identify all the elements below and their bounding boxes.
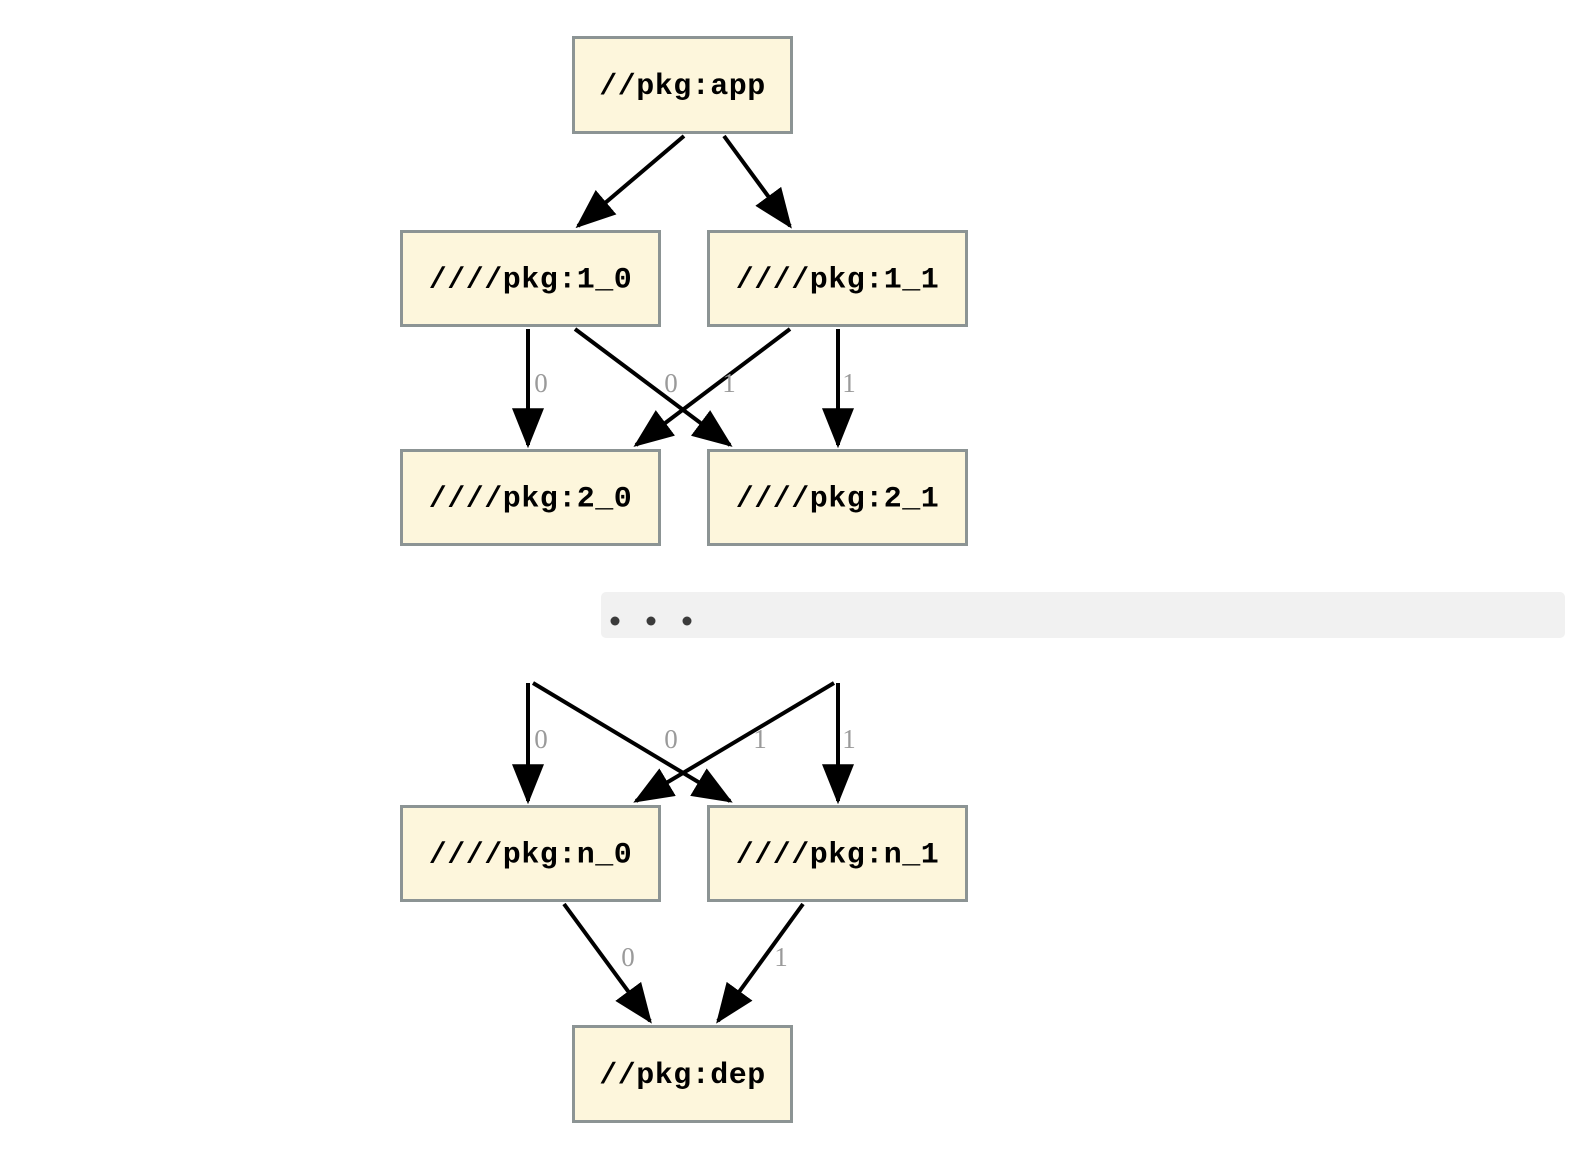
graph-node[interactable]: //pkg:app xyxy=(572,36,793,134)
edge-label: 1 xyxy=(842,368,856,398)
node-box[interactable] xyxy=(572,36,793,134)
node-box[interactable] xyxy=(400,805,661,902)
graph-edge xyxy=(722,134,792,229)
elision-layer xyxy=(601,592,1565,638)
graph-edge xyxy=(716,902,805,1024)
node-label: ////pkg:2_1 xyxy=(736,482,940,516)
graph-edge xyxy=(573,327,733,447)
nodes-layer: //pkg:app ////pkg:1_0 ////pkg:1_1 ////pkg:2… xyxy=(400,36,968,1123)
node-box[interactable] xyxy=(707,230,968,327)
elision-band xyxy=(601,592,1565,638)
graph-edge xyxy=(575,134,686,229)
node-label: //pkg:app xyxy=(599,70,766,104)
graph-node[interactable]: ////pkg:1_1 xyxy=(707,230,968,327)
node-box[interactable] xyxy=(400,449,661,546)
graph-node[interactable]: ////pkg:n_1 xyxy=(707,805,968,902)
edge-labels-layer: 0 0 1 1 0 0 1 1 0 1 xyxy=(534,368,856,972)
edge-label: 0 xyxy=(664,724,678,754)
node-box[interactable] xyxy=(707,805,968,902)
node-label: ////pkg:n_1 xyxy=(736,838,940,872)
graph-node[interactable]: ////pkg:1_0 xyxy=(400,230,661,327)
node-box[interactable] xyxy=(400,230,661,327)
node-box[interactable] xyxy=(707,449,968,546)
node-label: //pkg:dep xyxy=(599,1059,766,1093)
edge-label: 0 xyxy=(534,368,548,398)
node-label: ////pkg:1_0 xyxy=(429,263,633,297)
graph-edge xyxy=(562,902,652,1024)
edge-label: 0 xyxy=(534,724,548,754)
edge-label: 1 xyxy=(842,724,856,754)
graph-node[interactable]: ////pkg:n_0 xyxy=(400,805,661,902)
node-label: ////pkg:n_0 xyxy=(429,838,633,872)
edges-layer xyxy=(512,134,854,1024)
edge-label: 1 xyxy=(774,942,788,972)
graph-edge xyxy=(531,681,733,803)
node-label: ////pkg:2_0 xyxy=(429,482,633,516)
elision-dot xyxy=(682,616,692,626)
edge-label: 0 xyxy=(621,942,635,972)
graph-node[interactable]: //pkg:dep xyxy=(572,1025,793,1123)
graph-edge xyxy=(633,327,792,447)
edge-label: 1 xyxy=(753,724,767,754)
graph-node[interactable]: ////pkg:2_0 xyxy=(400,449,661,546)
graph-node[interactable]: ////pkg:2_1 xyxy=(707,449,968,546)
node-box[interactable] xyxy=(572,1025,793,1123)
elision-dot xyxy=(610,616,620,626)
edge-label: 1 xyxy=(722,368,736,398)
graph-edge xyxy=(633,681,836,803)
edge-label: 0 xyxy=(664,368,678,398)
node-label: ////pkg:1_1 xyxy=(736,263,940,297)
elision-dot xyxy=(646,616,656,626)
